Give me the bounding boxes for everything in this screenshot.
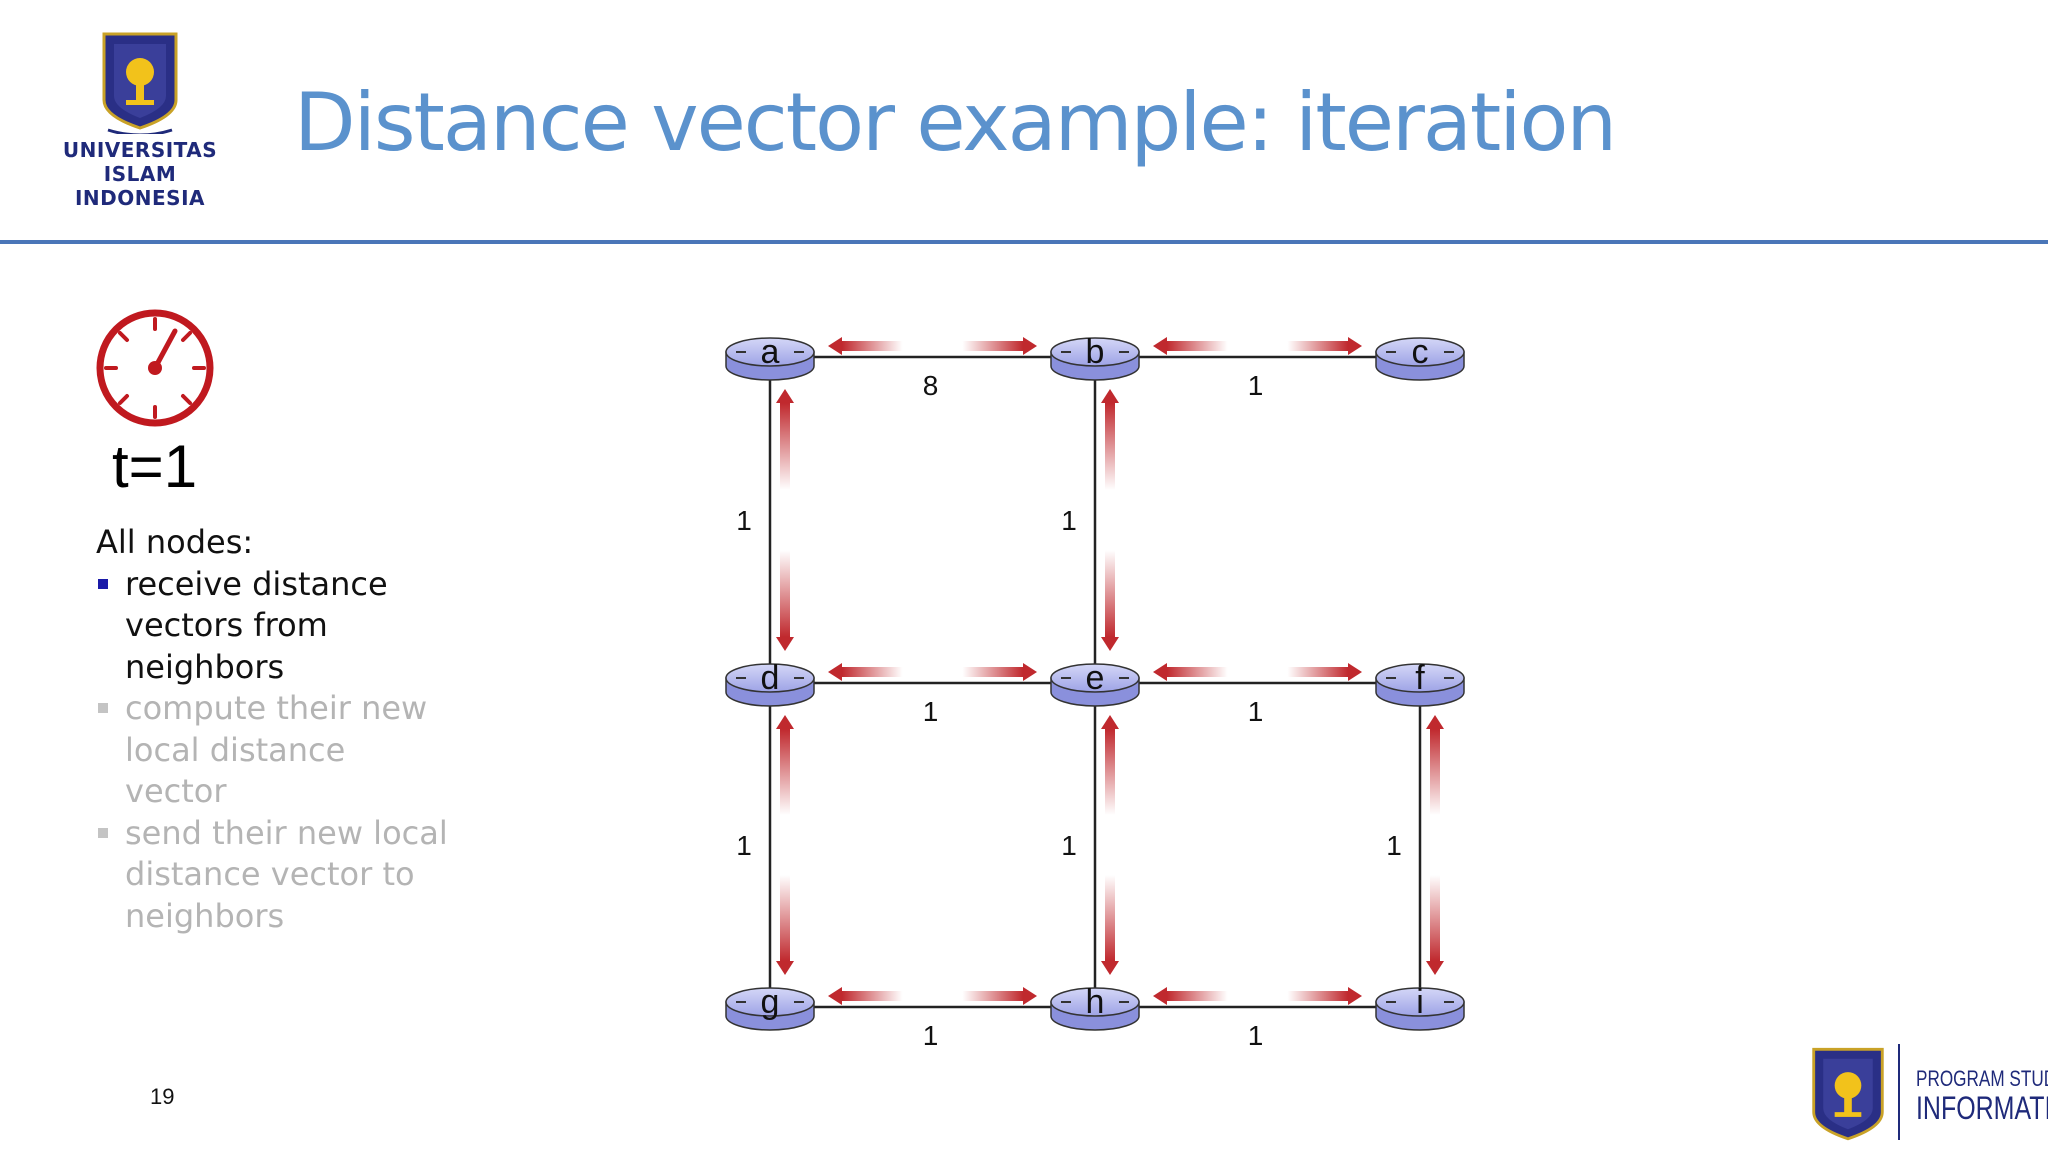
update-arrow [1101,389,1119,490]
update-arrow [1287,987,1362,1005]
router-node-b: b [1050,333,1140,381]
link-cost-label: 1 [736,505,752,536]
bullet-marker [98,827,108,838]
node-label: f [1415,659,1425,697]
university-name-line1: UNIVERSITAS [62,138,218,162]
node-label: a [761,333,780,371]
link-cost-label: 8 [923,370,939,401]
update-arrow [962,337,1037,355]
node-label: g [761,983,780,1021]
update-arrow [1153,337,1228,355]
link-cost-label: 1 [923,696,939,727]
router-node-e: e [1050,659,1140,707]
bullet-text: compute their new local distance vector [125,689,428,810]
links-layer [768,355,1422,1009]
shield-emblem-icon [102,32,178,134]
bullet-marker [98,703,108,713]
link-cost-label: 1 [736,830,752,861]
update-arrow [1287,663,1362,681]
nodes-layer: a b c d e f g h i [725,333,1465,1031]
update-arrow [828,337,903,355]
network-diagram: 8 1 1 1 1 1 1 1 1 1 1 a b c d e f g h i [725,333,1465,1051]
time-step-label: t=1 [112,433,198,500]
update-arrow [776,875,794,975]
update-arrow [828,663,903,681]
program-logo-shield-icon [1812,1047,1884,1141]
router-node-h: h [1050,983,1140,1031]
router-node-c: c [1375,333,1465,381]
update-arrow [828,987,903,1005]
update-arrow [962,663,1037,681]
link-cost-label: 1 [1386,830,1402,861]
node-label: b [1086,333,1105,371]
node-label: h [1086,983,1105,1021]
link-cost-label: 1 [923,1020,939,1051]
update-arrow [1101,715,1119,815]
update-arrow [1287,337,1362,355]
router-node-d: d [725,659,815,707]
bullet-marker [98,578,108,589]
link-cost-label: 1 [1061,505,1077,536]
update-arrow [1153,987,1228,1005]
header-divider [0,240,2048,244]
step-description: All nodes: receive distance vectors from… [96,522,456,937]
update-arrow [1101,550,1119,651]
university-name-line2: ISLAM [103,162,177,186]
update-arrow [776,550,794,651]
node-label: e [1086,659,1105,697]
bullet-text: send their new local distance vector to … [125,813,448,935]
intro-text: All nodes: [96,523,254,561]
slide-title: Distance vector example: iteration [294,76,1617,169]
costs-layer: 8 1 1 1 1 1 1 1 1 1 1 [736,370,1402,1051]
link-cost-label: 1 [1248,1020,1264,1051]
update-arrow [1426,715,1444,815]
router-node-a: a [725,333,815,381]
update-arrow [1426,875,1444,975]
university-logo: UNIVERSITAS ISLAM INDONESIA [44,30,236,210]
program-line1: PROGRAM STUDI [1916,1066,2048,1091]
node-label: d [761,659,780,697]
update-arrow [1153,663,1228,681]
bullet-text: receive distance vectors from neighbors [125,564,388,686]
program-line2: INFORMATIKA [1916,1090,2048,1126]
arrows-layer [776,337,1444,1005]
bullet-send: send their new local distance vector to … [96,813,456,938]
link-cost-label: 1 [1248,696,1264,727]
program-name: PROGRAM STUDI INFORMATIKA [1916,1066,2048,1126]
page-number: 19 [150,1084,175,1109]
router-node-i: i [1375,983,1465,1031]
bullet-compute: compute their new local distance vector [96,688,456,813]
update-arrow [1101,875,1119,975]
university-name-line3: INDONESIA [74,186,205,210]
bullet-receive: receive distance vectors from neighbors [96,564,456,689]
link-cost-label: 1 [1061,830,1077,861]
update-arrow [962,987,1037,1005]
clock-icon [96,309,214,427]
node-label: i [1416,983,1424,1021]
update-arrow [776,389,794,490]
link-cost-label: 1 [1248,370,1264,401]
router-node-g: g [725,983,815,1031]
program-divider [1898,1044,1900,1140]
node-label: c [1412,333,1429,371]
update-arrow [776,715,794,815]
router-node-f: f [1375,659,1465,707]
